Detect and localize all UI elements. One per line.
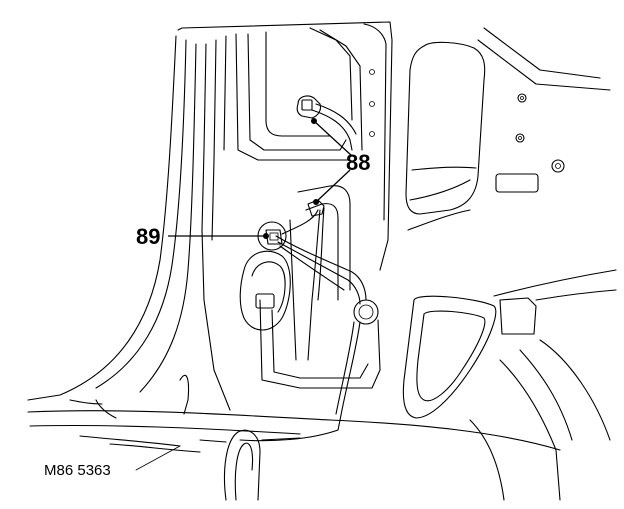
body-structure xyxy=(27,21,617,501)
figure-reference-code: M86 5363 xyxy=(44,462,111,479)
leader-lines xyxy=(168,120,353,237)
callout-89: 89 xyxy=(136,224,160,249)
callout-88: 88 xyxy=(346,150,370,175)
connector-88-upper xyxy=(296,95,322,124)
